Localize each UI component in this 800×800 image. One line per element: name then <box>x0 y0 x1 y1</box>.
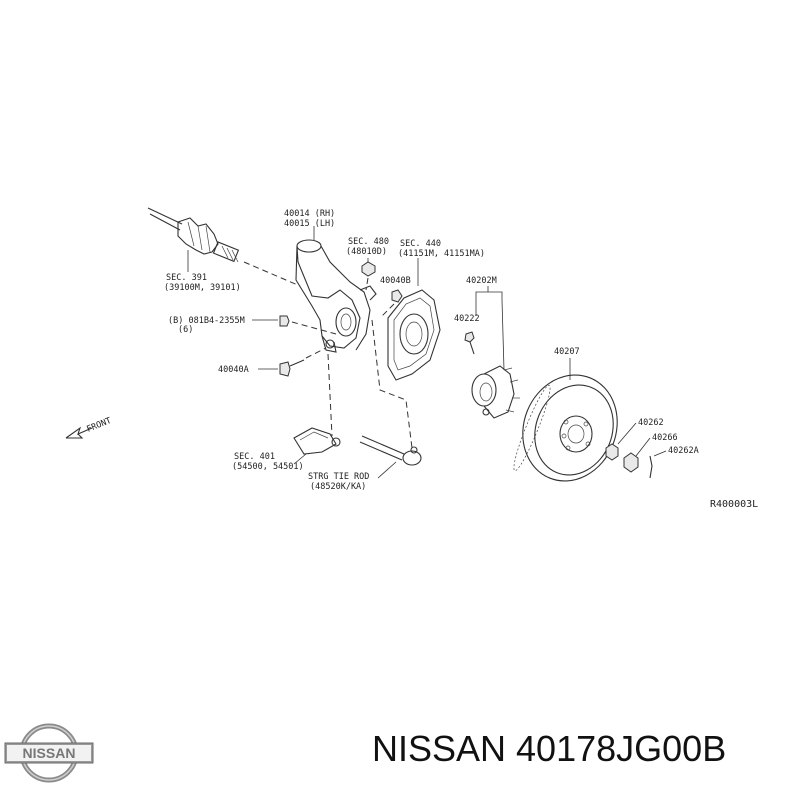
front-label: FRONT <box>85 416 112 435</box>
shaft-knuckle-dashline <box>243 261 301 287</box>
drive-shaft <box>147 207 240 263</box>
p40266-label: 40266 <box>652 433 678 443</box>
knuckle-lh-label: 40015 (LH) <box>284 219 335 229</box>
p40266-leader <box>635 437 651 457</box>
steering-knuckle <box>295 239 377 353</box>
svg-text:NISSAN: NISSAN <box>23 745 76 761</box>
front-arrow <box>65 426 93 439</box>
p40202m-label: 40202M <box>466 276 497 286</box>
p40040a-label: 40040A <box>218 365 249 375</box>
p40040a-bolt <box>279 361 291 377</box>
p40262a-leader <box>653 450 667 457</box>
sec480-dashline <box>365 277 369 291</box>
sec401-leader <box>293 453 307 465</box>
knuckle-lowerarm-dashline <box>327 353 333 437</box>
p40040b-dashline <box>379 303 395 319</box>
p40202m-bracket <box>475 286 503 300</box>
knuckle-tierod-dashline <box>371 319 413 449</box>
tie-rod-leader <box>377 461 397 479</box>
sec480-part-label: (48010D) <box>346 247 387 257</box>
p40262-washer <box>605 443 619 461</box>
tie-rod-part-label: (48520K/KA) <box>310 482 366 492</box>
backing-plate <box>387 289 441 381</box>
steering-tie-rod <box>359 435 422 466</box>
p40040a-shank <box>289 359 305 367</box>
p40040b-bolt <box>391 289 403 303</box>
part-number-title: NISSAN 40178JG00B <box>372 728 727 769</box>
p40262a-pin <box>649 455 653 479</box>
sec401-part-label: (54500, 54501) <box>232 462 304 472</box>
sec440-part-label: (41151M, 41151MA) <box>398 249 485 259</box>
lower-arm <box>293 427 341 455</box>
p40222-label: 40222 <box>454 314 480 324</box>
p40207-label: 40207 <box>554 347 580 357</box>
bolt-code-label: (B) 081B4-2355M <box>168 316 245 326</box>
p40040a-dashline <box>305 347 327 359</box>
sec480-nut <box>361 261 376 277</box>
knuckle-rh-label: 40014 (RH) <box>284 209 335 219</box>
brake-rotor <box>513 374 618 482</box>
p40262-leader <box>617 422 637 445</box>
bolt-b <box>279 315 290 327</box>
hub-assembly <box>471 365 520 419</box>
bolt-b-dashline <box>291 321 337 335</box>
diagram-ref-label: R400003L <box>710 499 758 510</box>
sec480-label: SEC. 480 <box>348 237 389 247</box>
p40222-shank <box>469 341 475 355</box>
p40262-label: 40262 <box>638 418 664 428</box>
p40222-bolt <box>464 331 475 343</box>
p40202m-leader-b <box>501 299 505 371</box>
sec391-part-label: (39100M, 39101) <box>164 283 241 293</box>
p40040b-label: 40040B <box>380 276 411 286</box>
tie-rod-label: STRG TIE ROD <box>308 472 369 482</box>
p40262a-label: 40262A <box>668 446 699 456</box>
sec440-label: SEC. 440 <box>400 239 441 249</box>
sec401-label: SEC. 401 <box>234 452 275 462</box>
sec391-label: SEC. 391 <box>166 273 207 283</box>
p40266-nut <box>623 452 639 473</box>
nissan-logo: NISSAN <box>2 722 96 784</box>
bolt-qty-label: (6) <box>178 325 193 335</box>
